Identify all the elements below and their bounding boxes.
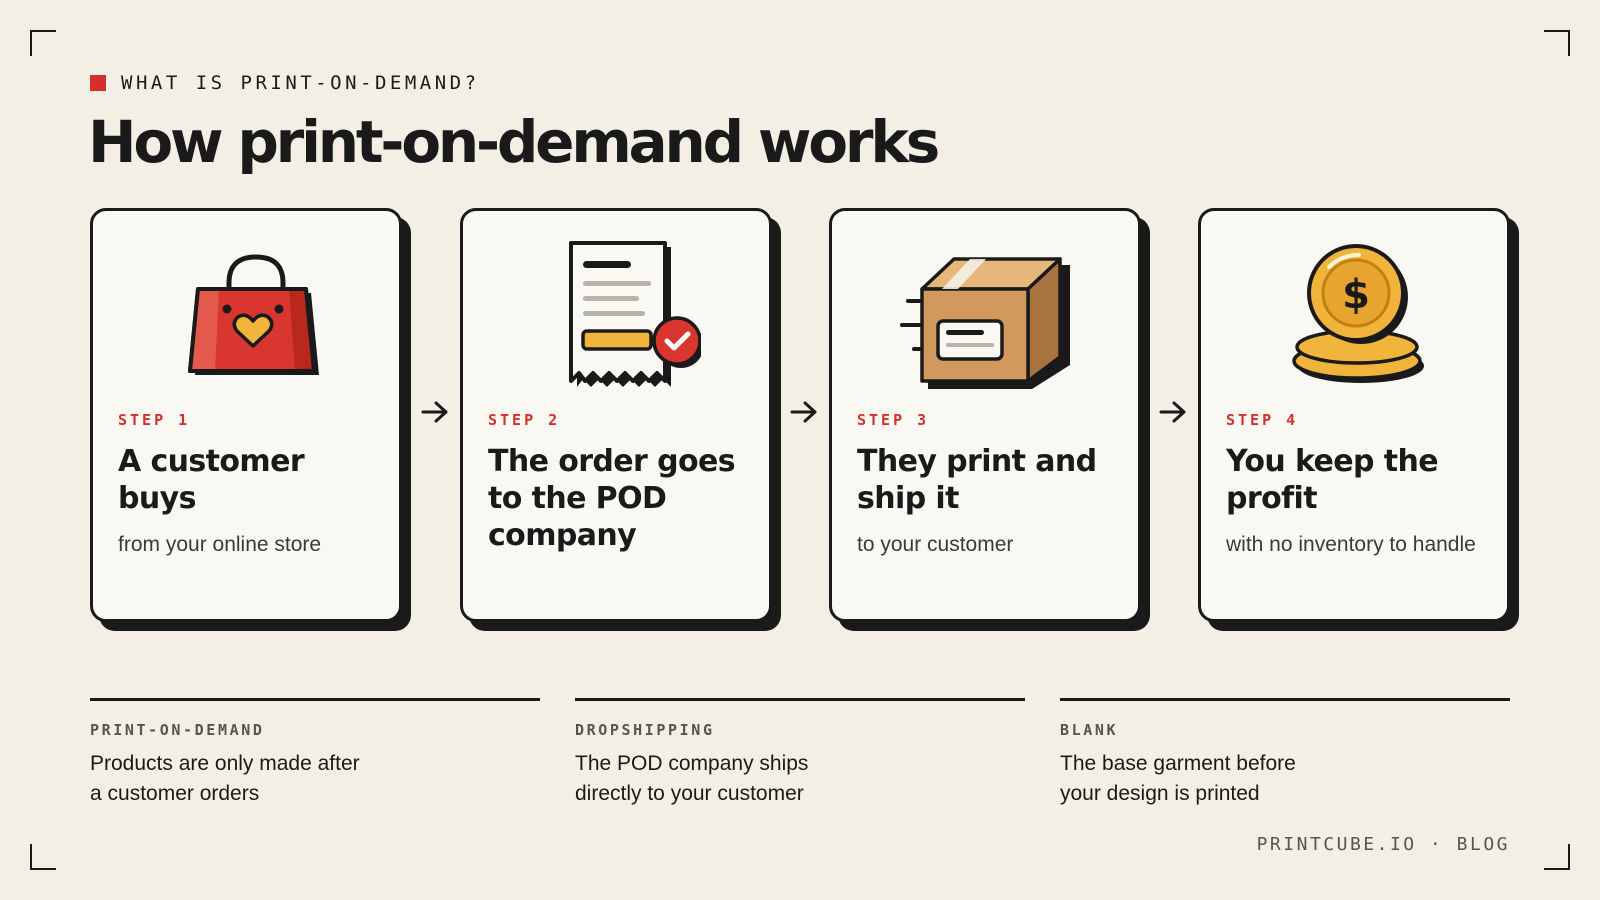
corner-mark-bottom-left (30, 844, 56, 870)
corner-mark-bottom-right (1544, 844, 1570, 870)
step-subtext: with no inventory to handle (1226, 533, 1476, 556)
step-label: STEP 3 (857, 411, 930, 429)
definition-description: The base garment before your design is p… (1060, 752, 1296, 805)
step-subtext: from your online store (118, 533, 322, 556)
step-heading: You keep the profit (1226, 444, 1439, 516)
corner-mark-top-right (1544, 30, 1570, 56)
arrow-right-icon (1159, 401, 1186, 423)
receipt-check-icon (569, 241, 701, 387)
step-heading: The order goes to the POD company (488, 444, 736, 553)
step-card-3: STEP 3 They print and ship it to your cu… (829, 208, 1141, 622)
eyebrow: WHAT IS PRINT-ON-DEMAND? (90, 72, 480, 94)
step-label: STEP 1 (118, 411, 191, 429)
step-card-4: $ STEP 4 You keep the profit with no inv… (1198, 208, 1510, 622)
shopping-bag-icon (188, 254, 319, 375)
arrow-right-icon (790, 401, 817, 423)
eyebrow-text: WHAT IS PRINT-ON-DEMAND? (121, 72, 480, 94)
definition-blank: BLANK The base garment before your desig… (1060, 698, 1510, 809)
coin-stack-icon: $ (1292, 244, 1424, 383)
footer-credit: PRINTCUBE.IO · BLOG (1256, 834, 1510, 855)
definition-term: BLANK (1060, 721, 1119, 739)
shipping-box-icon (900, 257, 1070, 389)
eyebrow-square-icon (90, 75, 106, 91)
definition-term: PRINT-ON-DEMAND (90, 721, 265, 739)
svg-text:$: $ (1342, 272, 1370, 318)
step-label: STEP 4 (1226, 411, 1299, 429)
step-card-1: STEP 1 A customer buys from your online … (90, 208, 402, 622)
step-card-2: STEP 2 The order goes to the POD company (460, 208, 772, 622)
corner-mark-top-left (30, 30, 56, 56)
definition-description: Products are only made after a customer … (90, 752, 360, 805)
definition-term: DROPSHIPPING (575, 721, 715, 739)
definition-print-on-demand: PRINT-ON-DEMAND Products are only made a… (90, 698, 540, 809)
arrow-right-icon (421, 401, 448, 423)
page-title: How print-on-demand works (88, 108, 940, 176)
definition-dropshipping: DROPSHIPPING The POD company ships direc… (575, 698, 1025, 809)
step-heading: They print and ship it (857, 444, 1097, 516)
definition-description: The POD company ships directly to your c… (575, 752, 809, 805)
step-subtext: to your customer (857, 533, 1014, 556)
step-label: STEP 2 (488, 411, 561, 429)
step-heading: A customer buys (118, 444, 305, 516)
